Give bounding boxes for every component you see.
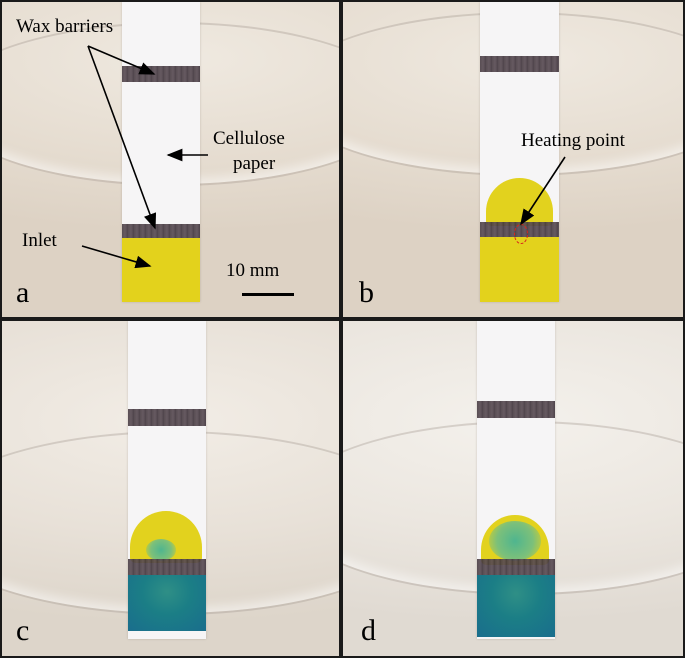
inlet-dye	[122, 238, 200, 302]
panel-a: Wax barriers Cellulose paper Inlet 10 mm…	[2, 2, 339, 317]
panel-b: Heating point b	[343, 2, 683, 317]
color-change-spot	[146, 539, 176, 561]
wicked-dye	[486, 178, 553, 226]
color-change-spot	[489, 521, 541, 561]
label-inlet: Inlet	[22, 230, 57, 251]
wax-barrier-top	[480, 56, 559, 72]
label-paper: paper	[233, 153, 276, 174]
reacted-dye	[477, 575, 555, 637]
inlet-dye	[480, 237, 559, 302]
label-heating-point: Heating point	[521, 130, 625, 151]
panel-letter: a	[16, 276, 30, 309]
paper-strip	[477, 321, 555, 639]
panel-d: d	[343, 321, 683, 656]
paper-strip	[480, 2, 559, 302]
wax-barrier-bottom	[128, 559, 206, 575]
paper-strip	[128, 321, 206, 639]
wax-barrier-bottom	[122, 224, 200, 238]
reacted-dye	[128, 575, 206, 631]
panel-letter: b	[359, 276, 374, 309]
label-cellulose: Cellulose	[213, 128, 285, 149]
panel-letter: c	[16, 614, 30, 647]
scale-label: 10 mm	[226, 260, 280, 281]
wax-barrier-top	[477, 401, 555, 418]
scale-bar	[242, 293, 294, 296]
heating-point-marker	[514, 224, 528, 244]
wax-barrier-top	[122, 66, 200, 82]
panel-c: c	[2, 321, 339, 656]
label-wax-barriers: Wax barriers	[16, 16, 114, 37]
wax-barrier-top	[128, 409, 206, 426]
panel-letter: d	[361, 614, 376, 647]
wax-barrier-bottom	[477, 559, 555, 575]
paper-strip	[122, 2, 200, 302]
